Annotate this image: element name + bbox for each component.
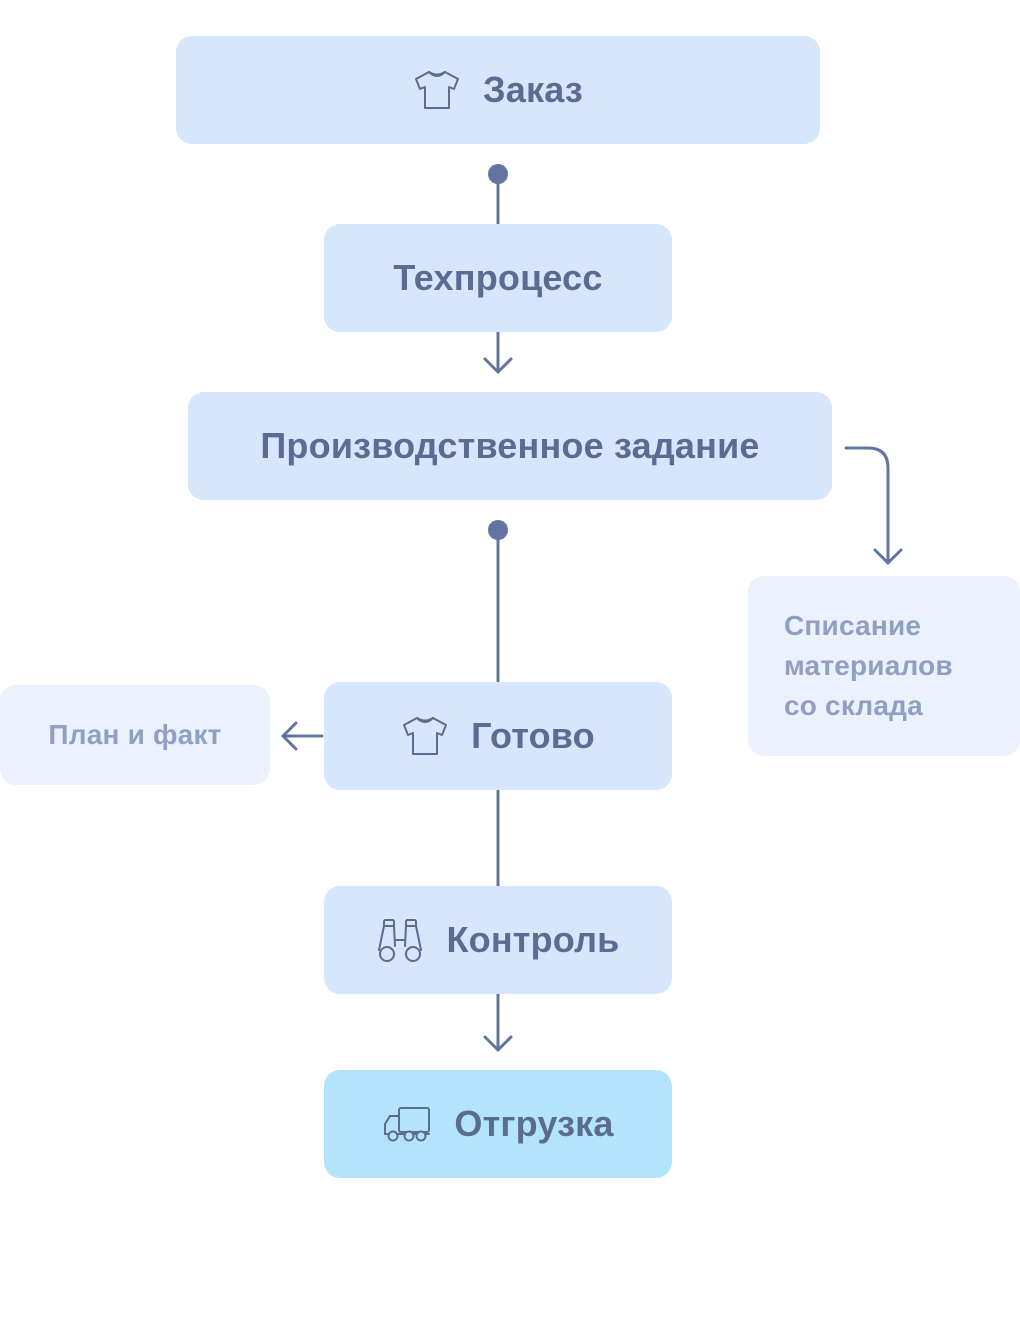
arrowhead-down-prodtask <box>483 357 513 374</box>
node-plan-fact: План и факт <box>0 685 270 785</box>
node-control: Контроль <box>324 886 672 994</box>
node-material-writeoff: Списание материалов со склада <box>748 576 1020 756</box>
node-order: Заказ <box>176 36 820 144</box>
node-production-task: Производственное задание <box>188 392 832 500</box>
truck-icon <box>382 1104 432 1144</box>
node-plan-fact-label: План и факт <box>48 719 222 750</box>
arrowhead-down-shipment <box>483 1035 513 1052</box>
node-material-writeoff-line-3: со склада <box>784 690 923 721</box>
node-techprocess: Техпроцесс <box>324 224 672 332</box>
node-production-task-label: Производственное задание <box>260 425 760 466</box>
node-shipment-label: Отгрузка <box>454 1103 614 1144</box>
node-material-writeoff-line-2: материалов <box>784 650 953 681</box>
arrowhead-left-planfact <box>281 721 298 751</box>
arrowhead-down-writeoff <box>873 548 903 565</box>
node-material-writeoff-line-1: Списание <box>784 610 922 641</box>
connector-dot-order <box>488 164 508 184</box>
node-order-label: Заказ <box>483 69 583 110</box>
node-control-label: Контроль <box>446 919 620 960</box>
tshirt-icon <box>401 715 449 757</box>
connector-dot-prodtask <box>488 520 508 540</box>
node-ready-label: Готово <box>471 715 595 756</box>
connector-prodtask-writeoff <box>844 446 890 565</box>
node-shipment: Отгрузка <box>324 1070 672 1178</box>
node-techprocess-label: Техпроцесс <box>393 257 603 298</box>
tshirt-icon <box>413 69 461 111</box>
binoculars-icon <box>376 916 424 964</box>
node-ready: Готово <box>324 682 672 790</box>
